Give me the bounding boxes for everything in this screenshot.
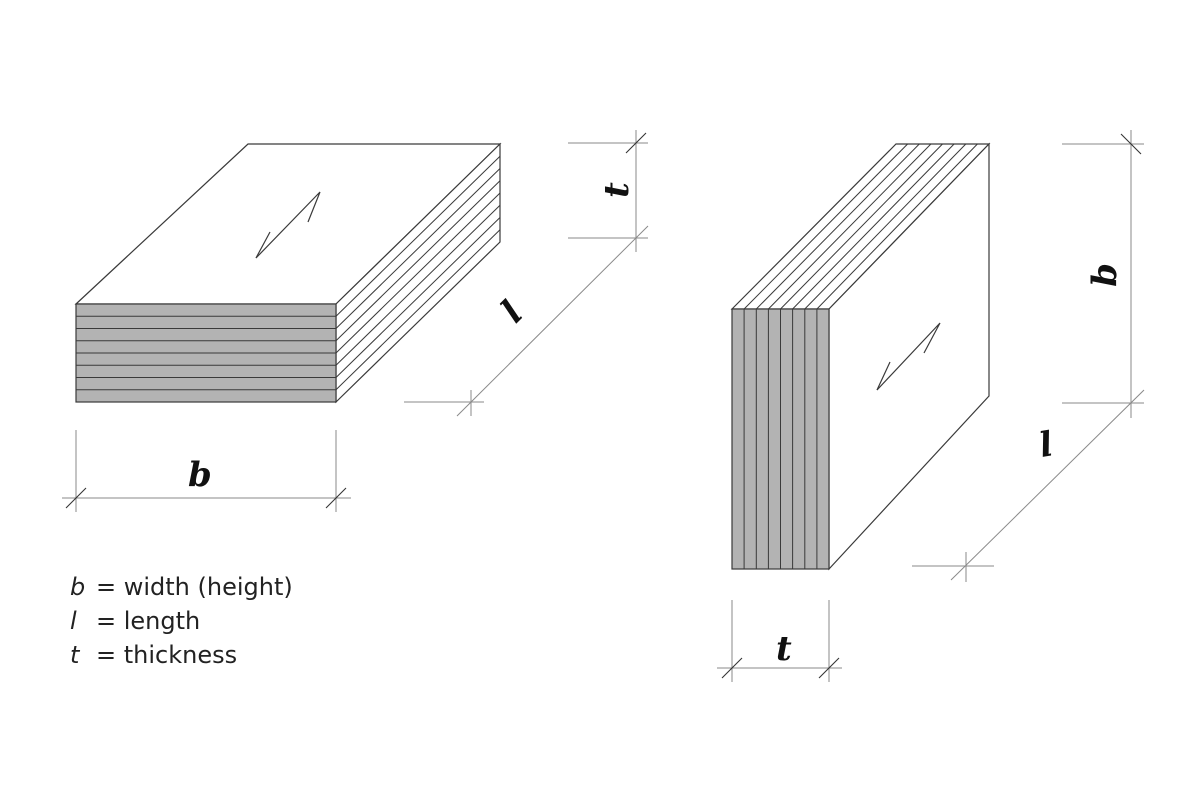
left-dim-b: b	[62, 430, 351, 512]
right-top-layers	[743, 143, 978, 310]
svg-text:b: b	[1085, 263, 1125, 287]
svg-text:b: b	[188, 455, 212, 495]
left-front-layers	[76, 315, 336, 391]
svg-text:l: l	[494, 293, 531, 330]
right-front-layers	[743, 309, 818, 569]
svg-text:t: t	[776, 629, 792, 669]
grain-direction-arrow-icon	[255, 191, 321, 259]
legend-text: = length	[96, 607, 201, 635]
legend-symbol: l	[70, 607, 77, 635]
legend-symbol: b	[70, 573, 86, 601]
legend-item-t: t = thickness	[70, 638, 293, 672]
grain-direction-arrow-icon	[876, 322, 941, 391]
right-block-edgewise	[730, 142, 991, 571]
right-dim-b: b	[1062, 130, 1144, 418]
legend-item-l: l = length	[70, 604, 293, 638]
left-dim-t: t	[568, 130, 648, 252]
grain-arrow-barb	[876, 361, 891, 391]
svg-text:t: t	[597, 182, 637, 198]
left-side-layers	[335, 155, 501, 391]
legend-item-b: b = width (height)	[70, 570, 293, 604]
legend-symbol: t	[70, 641, 80, 669]
left-block-flatwise	[74, 142, 502, 404]
grain-arrow-barb	[255, 231, 271, 259]
right-dim-t: t	[717, 600, 842, 682]
legend: b = width (height) l = length t = thickness	[70, 570, 293, 672]
svg-text:l: l	[1036, 424, 1056, 466]
legend-text: = width (height)	[96, 573, 293, 601]
legend-text: = thickness	[96, 641, 238, 669]
